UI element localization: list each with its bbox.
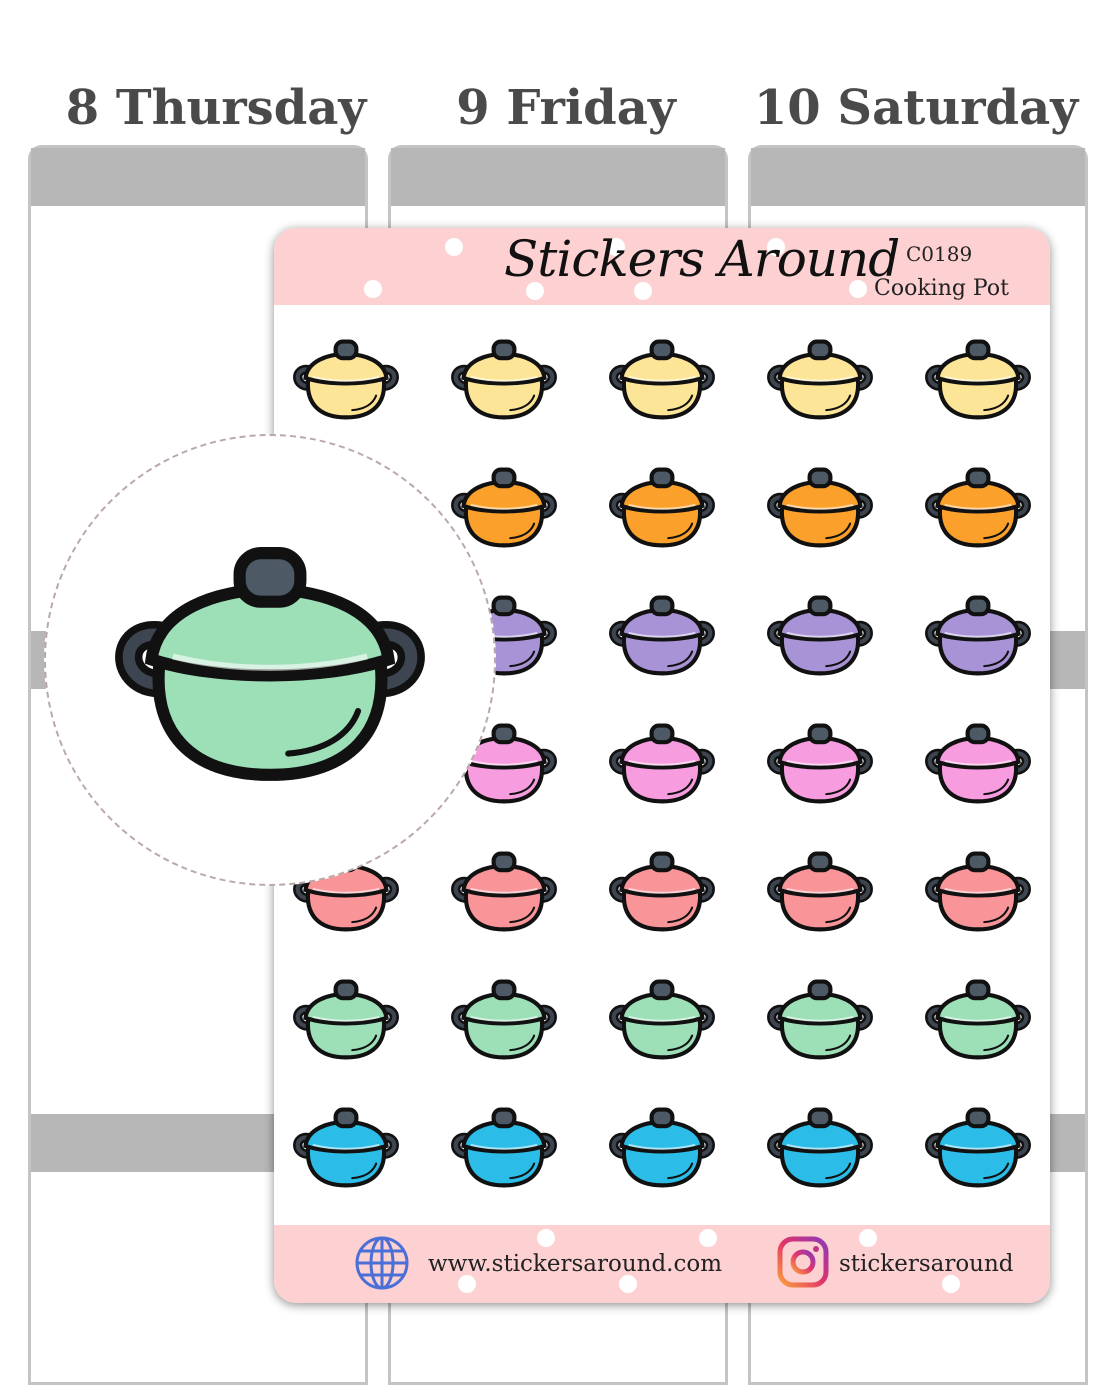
cooking-pot-sticker-coral [450, 850, 558, 934]
sheet-header: Stickers Around C0189 Cooking Pot [274, 228, 1050, 305]
cooking-pot-icon [112, 544, 428, 787]
cooking-pot-icon [292, 338, 400, 422]
cooking-pot-icon [766, 850, 874, 934]
cooking-pot-sticker-orange [608, 466, 716, 550]
cooking-pot-icon [608, 850, 716, 934]
cooking-pot-icon [292, 1106, 400, 1190]
cooking-pot-icon [450, 978, 558, 1062]
instagram-icon [777, 1236, 829, 1288]
cooking-pot-sticker-blue [450, 1106, 558, 1190]
cooking-pot-icon [450, 338, 558, 422]
cooking-pot-icon [924, 850, 1032, 934]
cooking-pot-icon [766, 466, 874, 550]
cooking-pot-sticker-coral [766, 850, 874, 934]
cooking-pot-sticker-purple [766, 594, 874, 678]
cooking-pot-sticker-blue [924, 1106, 1032, 1190]
cooking-pot-icon [608, 722, 716, 806]
cooking-pot-icon [608, 594, 716, 678]
globe-icon [355, 1236, 409, 1290]
cooking-pot-sticker-yellow [924, 338, 1032, 422]
cooking-pot-icon [766, 594, 874, 678]
cooking-pot-sticker-yellow [608, 338, 716, 422]
cooking-pot-sticker-yellow [292, 338, 400, 422]
website-link[interactable]: www.stickersaround.com [428, 1251, 723, 1277]
cooking-pot-icon [924, 978, 1032, 1062]
cooking-pot-sticker-pink [608, 722, 716, 806]
cooking-pot-icon [608, 466, 716, 550]
cooking-pot-icon [766, 338, 874, 422]
cooking-pot-icon [766, 978, 874, 1062]
sticker-sheet: Stickers Around C0189 Cooking Pot www.st… [274, 228, 1050, 1303]
day-label-friday: 9 Friday [456, 80, 676, 136]
cooking-pot-sticker-purple [608, 594, 716, 678]
cooking-pot-icon [924, 1106, 1032, 1190]
cooking-pot-sticker-coral [924, 850, 1032, 934]
cooking-pot-sticker-blue [608, 1106, 716, 1190]
cooking-pot-sticker-orange [450, 466, 558, 550]
sheet-footer: www.stickersaround.com stickersaround [274, 1225, 1050, 1303]
cooking-pot-sticker-blue [766, 1106, 874, 1190]
product-code: C0189 [906, 242, 973, 266]
cooking-pot-icon [924, 338, 1032, 422]
instagram-handle[interactable]: stickersaround [839, 1251, 1014, 1277]
cooking-pot-sticker-blue [292, 1106, 400, 1190]
cooking-pot-sticker-green [450, 978, 558, 1062]
magnified-sticker-preview [44, 434, 496, 886]
cooking-pot-sticker-orange [924, 466, 1032, 550]
cooking-pot-icon [924, 594, 1032, 678]
cooking-pot-icon [450, 850, 558, 934]
cooking-pot-icon [608, 978, 716, 1062]
cooking-pot-icon [608, 338, 716, 422]
cooking-pot-icon [450, 466, 558, 550]
cooking-pot-icon [924, 466, 1032, 550]
day-label-saturday: 10 Saturday [753, 80, 1079, 136]
cooking-pot-sticker-orange [766, 466, 874, 550]
cooking-pot-icon [292, 978, 400, 1062]
cooking-pot-sticker-green [608, 978, 716, 1062]
cooking-pot-icon [766, 722, 874, 806]
cooking-pot-icon [924, 722, 1032, 806]
cooking-pot-sticker-green [924, 978, 1032, 1062]
product-name: Cooking Pot [874, 276, 1009, 301]
cooking-pot-sticker-coral [608, 850, 716, 934]
cooking-pot-sticker-yellow [450, 338, 558, 422]
cooking-pot-sticker-green [292, 978, 400, 1062]
cooking-pot-sticker-pink [924, 722, 1032, 806]
cooking-pot-sticker-yellow [766, 338, 874, 422]
cooking-pot-sticker-purple [924, 594, 1032, 678]
cooking-pot-icon [766, 1106, 874, 1190]
cooking-pot-icon [450, 1106, 558, 1190]
cooking-pot-icon [608, 1106, 716, 1190]
brand-logo: Stickers Around [504, 230, 900, 288]
cooking-pot-sticker-green [766, 978, 874, 1062]
cooking-pot-sticker-pink [766, 722, 874, 806]
day-label-thursday: 8 Thursday [65, 80, 367, 136]
